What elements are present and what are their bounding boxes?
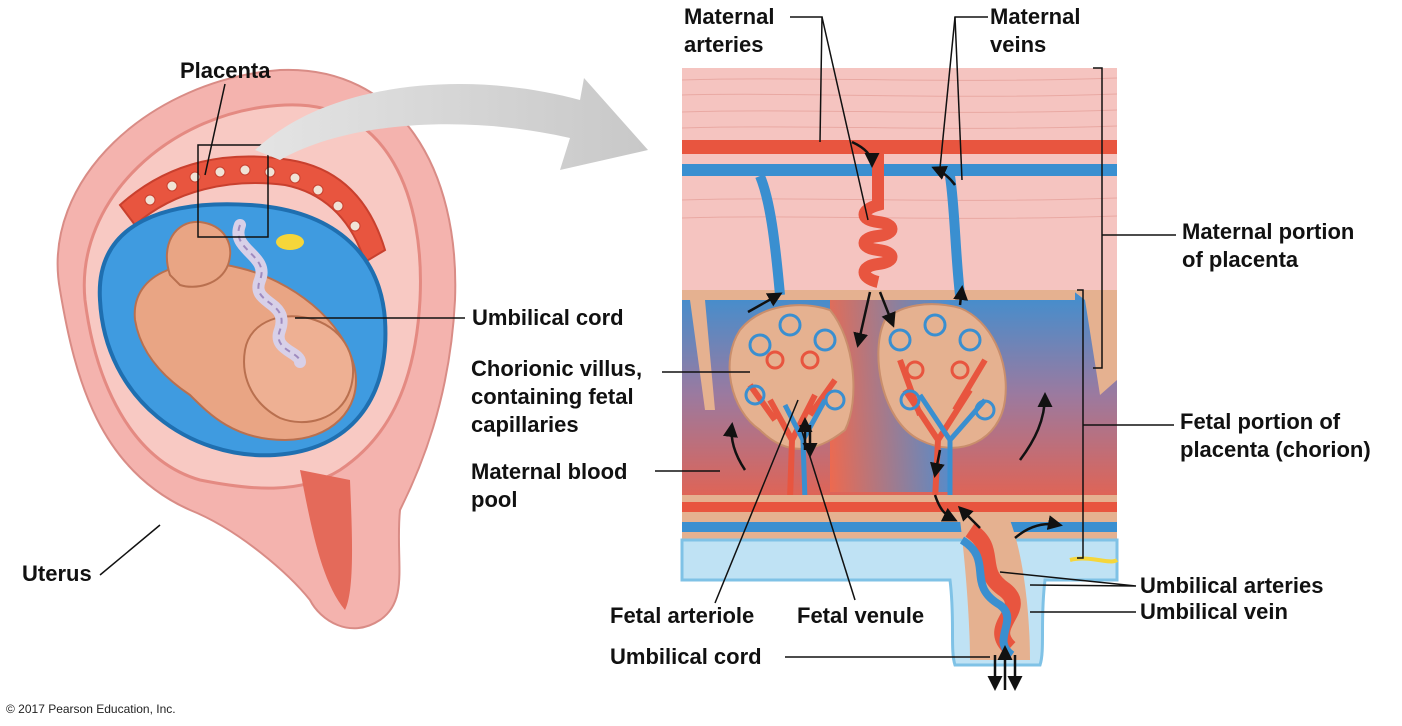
yellow-yolk — [276, 234, 304, 250]
leader-lines — [99, 16, 1176, 658]
chorionic-villus-right — [877, 303, 1007, 501]
flow-arrows — [722, 140, 1063, 691]
fetus-leg — [165, 220, 232, 288]
maternal-artery-top — [682, 140, 1117, 154]
umbilical-cord-left — [232, 219, 306, 368]
umbilical-cord-bottom-label: Umbilical cord — [610, 644, 762, 669]
fetus-head — [243, 315, 355, 424]
umbilical-cord-label: Umbilical cord — [472, 305, 624, 330]
placenta-left — [118, 155, 387, 264]
spiral-artery — [858, 150, 898, 288]
copyright-notice: © 2017 Pearson Education, Inc. — [6, 702, 176, 716]
uterine-tissue — [682, 68, 1117, 298]
zoom-arrow — [255, 78, 648, 170]
vein-drop-left — [755, 174, 785, 296]
placenta-label: Placenta — [180, 58, 271, 83]
chorion-plate — [682, 495, 1117, 540]
fetal-arteriole-label: Fetal arteriole — [610, 603, 755, 628]
fetal-venule-label: Fetal venule — [797, 603, 925, 628]
placenta-enlarged — [680, 68, 1119, 691]
chorionic-villus-left — [728, 304, 855, 501]
inset-box — [197, 144, 269, 238]
chorionic-plate-top — [730, 290, 1075, 300]
fetal-vein-band — [682, 522, 1117, 532]
maternal-vein-top — [682, 164, 1117, 176]
fetal-artery-band — [682, 502, 1117, 512]
uterus-illustration — [56, 68, 457, 630]
umbilical-vein-label: Umbilical vein — [1140, 599, 1288, 624]
umbilical-vessel-blue — [959, 536, 1015, 659]
umbilical-vein-yellow — [1069, 556, 1119, 564]
umbilical-arteries-label: Umbilical arteries — [1140, 573, 1324, 598]
vein-drop-right — [945, 175, 965, 296]
cervix — [300, 470, 353, 610]
uterus-label: Uterus — [22, 561, 92, 586]
